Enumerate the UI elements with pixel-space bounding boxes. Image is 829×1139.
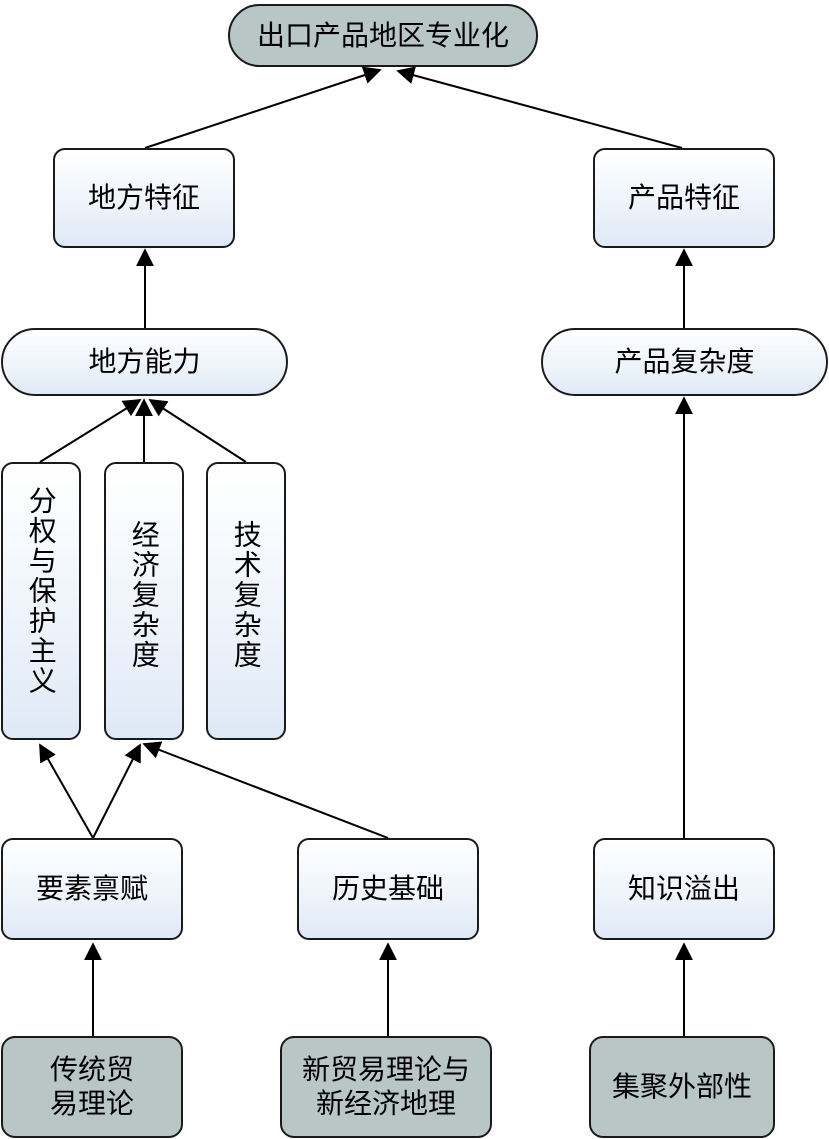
edge-decentralization-to-capability — [39, 399, 142, 463]
edge-product-features-to-top — [396, 66, 683, 149]
node-label: 产品复杂度 — [614, 345, 755, 379]
node-new-trade-theory-and-new-economic-geography: 新贸易理论与 新经济地理 — [280, 1036, 492, 1138]
node-place-features: 地方特征 — [53, 148, 235, 248]
edge-factor-to-decentralization — [39, 743, 94, 839]
node-label: 出口产品地区专业化 — [256, 18, 509, 52]
node-label-line2: 新经济地理 — [315, 1087, 456, 1120]
node-decentralization-protectionism: 分权与保护主义 — [1, 462, 81, 740]
node-traditional-trade-theory: 传统贸 易理论 — [1, 1036, 183, 1138]
node-label-line2: 易理论 — [49, 1087, 134, 1120]
node-product-features: 产品特征 — [593, 148, 775, 248]
node-label: 分权与保护主义 — [24, 486, 58, 696]
node-label: 地方能力 — [88, 345, 201, 379]
node-place-capability: 地方能力 — [1, 328, 288, 396]
node-label-line1: 新贸易理论与 — [301, 1053, 470, 1087]
edge-history-to-economic-complexity — [142, 741, 389, 839]
node-label: 集聚外部性 — [611, 1070, 752, 1104]
node-label: 产品特征 — [627, 181, 740, 215]
node-historical-base: 历史基础 — [297, 838, 479, 940]
node-product-complexity: 产品复杂度 — [541, 328, 828, 396]
node-label: 要素禀赋 — [35, 872, 148, 906]
node-label: 技术复杂度 — [229, 520, 263, 670]
node-label: 经济复杂度 — [127, 520, 161, 670]
node-knowledge-spillover: 知识溢出 — [593, 838, 775, 940]
edge-factor-to-economic-complexity — [92, 743, 141, 839]
node-economic-complexity: 经济复杂度 — [104, 462, 184, 740]
node-export-product-regional-specialization: 出口产品地区专业化 — [228, 4, 538, 67]
node-technology-complexity: 技术复杂度 — [206, 462, 286, 740]
node-label-line1: 传统贸 — [49, 1053, 134, 1087]
node-label: 知识溢出 — [627, 872, 740, 906]
node-label: 历史基础 — [331, 872, 444, 906]
node-label: 地方特征 — [87, 181, 200, 215]
edge-tech-complexity-to-capability — [148, 399, 247, 463]
node-factor-endowment: 要素禀赋 — [1, 838, 183, 940]
edge-place-features-to-top — [144, 66, 382, 149]
node-agglomeration-externalities: 集聚外部性 — [589, 1036, 775, 1138]
